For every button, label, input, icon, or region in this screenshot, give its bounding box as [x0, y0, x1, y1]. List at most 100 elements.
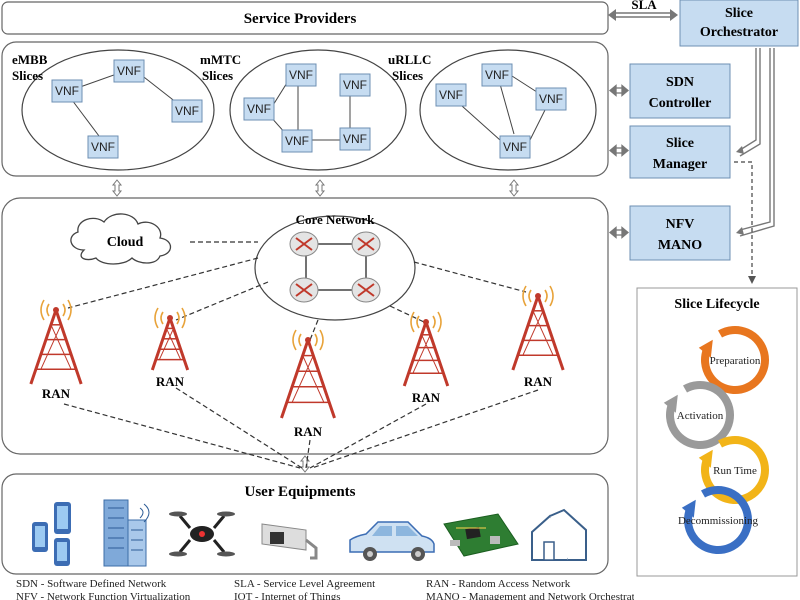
- vnf-node: VNF: [243, 97, 275, 121]
- side-arrows: [608, 84, 630, 239]
- mmtc-label-line1: mMTC: [200, 52, 241, 67]
- radio-tower-icon: RAN: [29, 299, 83, 401]
- urllc-slice: uRLLC Slices VNF VNF VNF VNF: [388, 49, 597, 171]
- svg-text:VNF: VNF: [289, 68, 313, 82]
- ran-label: RAN: [412, 390, 441, 405]
- orchestrator-line1: Slice: [725, 6, 753, 21]
- vnf-node: VNF: [171, 99, 203, 123]
- radio-tower-icon: RAN: [402, 311, 450, 405]
- vnf-node: VNF: [51, 79, 83, 103]
- svg-text:VNF: VNF: [55, 84, 79, 98]
- svg-text:VNF: VNF: [503, 140, 527, 154]
- vnf-node: VNF: [339, 73, 371, 97]
- vnf-node: VNF: [435, 83, 467, 107]
- legend-item: NFV - Network Function Virtualization: [16, 591, 191, 600]
- mmtc-slice: mMTC Slices VNF VNF VNF VNF VNF: [200, 49, 407, 171]
- orchestrator-line2: Orchestrator: [700, 25, 778, 40]
- urllc-label-line2: Slices: [392, 68, 423, 83]
- legend-item: IOT - Internet of Things: [234, 591, 341, 600]
- vnf-node: VNF: [535, 87, 567, 111]
- slice-lifecycle-panel: Slice Lifecycle: [636, 287, 798, 577]
- cloud-label: Cloud: [107, 235, 144, 250]
- vnf-node: VNF: [113, 59, 145, 83]
- camera-icon: [261, 523, 318, 560]
- slice-manager-line2: Manager: [653, 157, 707, 172]
- building-icon: [103, 499, 150, 567]
- ran-label: RAN: [524, 374, 553, 389]
- ran-label: RAN: [294, 424, 323, 439]
- svg-text:VNF: VNF: [539, 92, 563, 106]
- legend: SDN - Software Defined Network NFV - Net…: [14, 578, 634, 600]
- legend-item: RAN - Random Access Network: [426, 578, 571, 590]
- svg-text:VNF: VNF: [91, 140, 115, 154]
- svg-text:VNF: VNF: [485, 68, 509, 82]
- vnf-node: VNF: [87, 135, 119, 159]
- urllc-label-line1: uRLLC: [388, 52, 431, 67]
- lifecycle-stage-label: Preparation: [710, 355, 761, 367]
- router-icon: [289, 231, 319, 257]
- svg-text:VNF: VNF: [285, 134, 309, 148]
- smartphone-icon: [32, 502, 71, 566]
- ran-ue-links: [63, 387, 539, 469]
- radio-tower-icon: RAN: [150, 307, 190, 389]
- user-equipments-label: User Equipments: [245, 484, 356, 500]
- svg-text:VNF: VNF: [343, 132, 367, 146]
- ran-towers: RAN RAN RAN RAN RAN: [29, 285, 565, 439]
- lifecycle-stage-label: Activation: [677, 410, 724, 422]
- sdn-line2: Controller: [649, 96, 712, 111]
- lifecycle-stage-label: Decommissioning: [678, 515, 759, 527]
- manager-lifecycle-link: [734, 161, 756, 284]
- lifecycle-stage: Preparation: [698, 326, 769, 394]
- service-providers-label: Service Providers: [244, 11, 357, 27]
- core-network: Core Network: [254, 212, 416, 321]
- svg-text:VNF: VNF: [439, 88, 463, 102]
- embb-label-line1: eMBB: [12, 52, 48, 67]
- router-icon: [351, 277, 381, 303]
- core-network-label: Core Network: [296, 212, 376, 227]
- router-icon: [351, 231, 381, 257]
- embb-label-line2: Slices: [12, 68, 43, 83]
- svg-text:VNF: VNF: [343, 78, 367, 92]
- vnf-node: VNF: [281, 129, 313, 153]
- ran-label: RAN: [156, 374, 185, 389]
- sdn-controller-box[interactable]: SDN Controller: [629, 63, 731, 119]
- ran-label: RAN: [42, 386, 71, 401]
- svg-text:VNF: VNF: [117, 64, 141, 78]
- radio-tower-icon: RAN: [511, 285, 565, 389]
- legend-item: SDN - Software Defined Network: [16, 578, 167, 590]
- nfv-mano-box[interactable]: NFV MANO: [629, 205, 731, 261]
- orchestrator-links: [739, 48, 775, 237]
- lifecycle-title: Slice Lifecycle: [674, 297, 759, 312]
- circuit-board-icon: [443, 513, 519, 557]
- drone-icon: [169, 511, 235, 557]
- house-icon: [531, 508, 587, 561]
- legend-item: SLA - Service Level Agreement: [234, 578, 376, 590]
- lifecycle-stage-label: Run Time: [713, 465, 757, 477]
- nfv-line1: NFV: [666, 217, 695, 232]
- svg-text:VNF: VNF: [175, 104, 199, 118]
- router-icon: [289, 277, 319, 303]
- lifecycle-stage: Run Time: [698, 436, 769, 504]
- vnf-node: VNF: [339, 127, 371, 151]
- radio-tower-icon: RAN: [280, 329, 336, 439]
- legend-item: MANO - Management and Network Orchestrat…: [426, 591, 634, 600]
- svg-text:VNF: VNF: [247, 102, 271, 116]
- core-ran-links: [67, 257, 527, 341]
- car-icon: [349, 521, 435, 561]
- slice-manager-line1: Slice: [666, 136, 694, 151]
- sdn-line1: SDN: [666, 75, 694, 90]
- vnf-node: VNF: [499, 135, 531, 159]
- lifecycle-stage: Decommissioning: [678, 486, 759, 554]
- lifecycle-stage: Activation: [663, 381, 734, 449]
- vnf-node: VNF: [285, 63, 317, 87]
- user-equipments-container: User Equipments: [1, 473, 609, 575]
- mmtc-label-line2: Slices: [202, 68, 233, 83]
- nfv-line2: MANO: [658, 238, 702, 253]
- vnf-node: VNF: [481, 63, 513, 87]
- cloud-icon: Cloud: [70, 213, 172, 265]
- slice-orchestrator-box[interactable]: Slice Orchestrator: [679, 0, 799, 47]
- sla-link: SLA: [608, 0, 678, 21]
- slice-manager-box[interactable]: Slice Manager: [629, 125, 731, 179]
